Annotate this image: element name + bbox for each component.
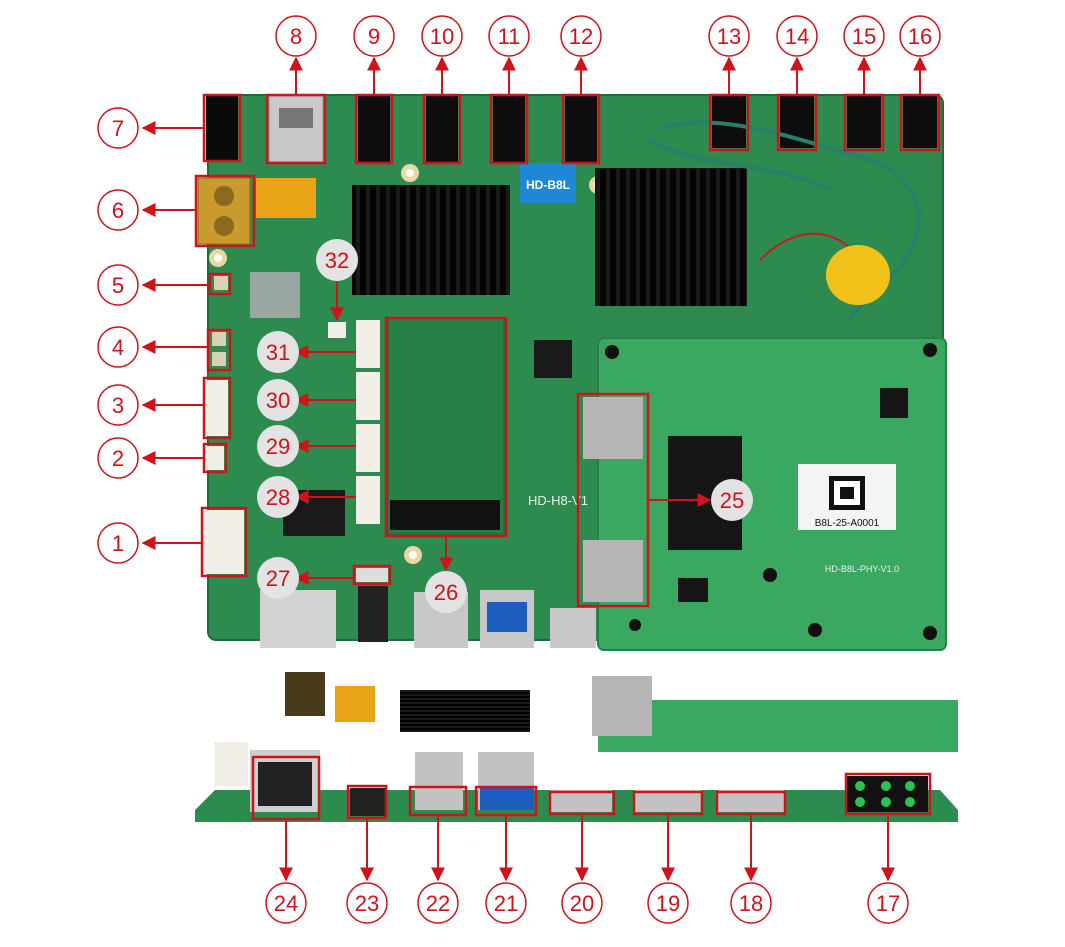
callout-30: 30 <box>257 379 299 421</box>
top-view-board: HD-B8L <box>197 94 944 648</box>
svg-text:22: 22 <box>426 891 450 916</box>
callout-6: 6 <box>97 189 139 231</box>
svg-text:28: 28 <box>266 485 290 510</box>
side-view-board <box>195 672 958 822</box>
callout-11: 11 <box>488 15 530 57</box>
callout-29: 29 <box>257 425 299 467</box>
svg-text:15: 15 <box>852 24 876 49</box>
svg-text:14: 14 <box>785 24 809 49</box>
callout-16: 16 <box>899 15 941 57</box>
chip-label: HD-B8L <box>526 178 570 192</box>
svg-text:19: 19 <box>656 891 680 916</box>
callout-2: 2 <box>97 437 139 479</box>
svg-text:20: 20 <box>570 891 594 916</box>
box-4 <box>206 328 232 372</box>
heatsink-left <box>352 185 510 295</box>
callout-23: 23 <box>346 882 388 924</box>
svg-text:30: 30 <box>266 388 290 413</box>
svg-text:10: 10 <box>430 24 454 49</box>
callout-32: 32 <box>316 239 358 281</box>
svg-text:16: 16 <box>908 24 932 49</box>
qr-caption: B8L-25-A0001 <box>815 518 880 529</box>
callout-18: 18 <box>730 882 772 924</box>
bottom-callouts: 24 23 22 21 20 19 18 17 <box>265 882 909 924</box>
callout-15: 15 <box>843 15 885 57</box>
callout-8: 8 <box>275 15 317 57</box>
svg-text:4: 4 <box>112 335 124 360</box>
callout-4: 4 <box>97 326 139 368</box>
callout-14: 14 <box>776 15 818 57</box>
callout-20: 20 <box>561 882 603 924</box>
svg-text:2: 2 <box>112 446 124 471</box>
svg-text:29: 29 <box>266 434 290 459</box>
svg-text:11: 11 <box>498 24 521 49</box>
callout-19: 19 <box>647 882 689 924</box>
callout-31: 31 <box>257 331 299 373</box>
svg-text:12: 12 <box>569 24 593 49</box>
callout-21: 21 <box>485 882 527 924</box>
heatsink-right <box>595 168 747 306</box>
box-3 <box>202 376 232 440</box>
svg-text:3: 3 <box>112 393 124 418</box>
svg-text:31: 31 <box>266 340 290 365</box>
svg-text:18: 18 <box>739 891 763 916</box>
svg-text:5: 5 <box>112 273 124 298</box>
callout-26: 26 <box>425 571 467 613</box>
callout-28: 28 <box>257 476 299 518</box>
callout-1: 1 <box>97 522 139 564</box>
inner-callouts: 32 31 30 29 28 27 26 25 <box>257 239 753 613</box>
callout-25: 25 <box>711 479 753 521</box>
svg-text:17: 17 <box>876 891 900 916</box>
svg-text:26: 26 <box>434 580 458 605</box>
top-callouts: 7 8 9 10 11 12 13 14 15 16 <box>97 15 941 149</box>
callout-7: 7 <box>97 107 139 149</box>
svg-text:25: 25 <box>720 488 744 513</box>
svg-text:13: 13 <box>717 24 741 49</box>
svg-text:9: 9 <box>368 24 380 49</box>
svg-text:21: 21 <box>494 891 518 916</box>
callout-24: 24 <box>265 882 307 924</box>
phy-board: B8L-25-A0001 HD-B8L-PHY-V1.0 <box>583 337 947 651</box>
callout-12: 12 <box>560 15 602 57</box>
phy-board-silk: HD-B8L-PHY-V1.0 <box>825 564 899 574</box>
callout-9: 9 <box>353 15 395 57</box>
svg-text:8: 8 <box>290 24 302 49</box>
callout-17: 17 <box>867 882 909 924</box>
callout-22: 22 <box>417 882 459 924</box>
callout-10: 10 <box>421 15 463 57</box>
callout-27: 27 <box>257 557 299 599</box>
svg-text:23: 23 <box>355 891 379 916</box>
left-callouts: 6 5 4 3 2 1 <box>97 189 139 564</box>
main-board-silk: HD-H8-V1 <box>528 493 588 508</box>
svg-text:27: 27 <box>266 566 290 591</box>
callout-3: 3 <box>97 384 139 426</box>
annotation-arrows <box>141 56 927 882</box>
svg-text:1: 1 <box>112 531 124 556</box>
svg-text:6: 6 <box>112 198 124 223</box>
box-27 <box>352 564 392 586</box>
callout-5: 5 <box>97 264 139 306</box>
svg-text:7: 7 <box>112 116 124 141</box>
svg-text:24: 24 <box>274 891 298 916</box>
callout-13: 13 <box>708 15 750 57</box>
svg-text:32: 32 <box>325 248 349 273</box>
